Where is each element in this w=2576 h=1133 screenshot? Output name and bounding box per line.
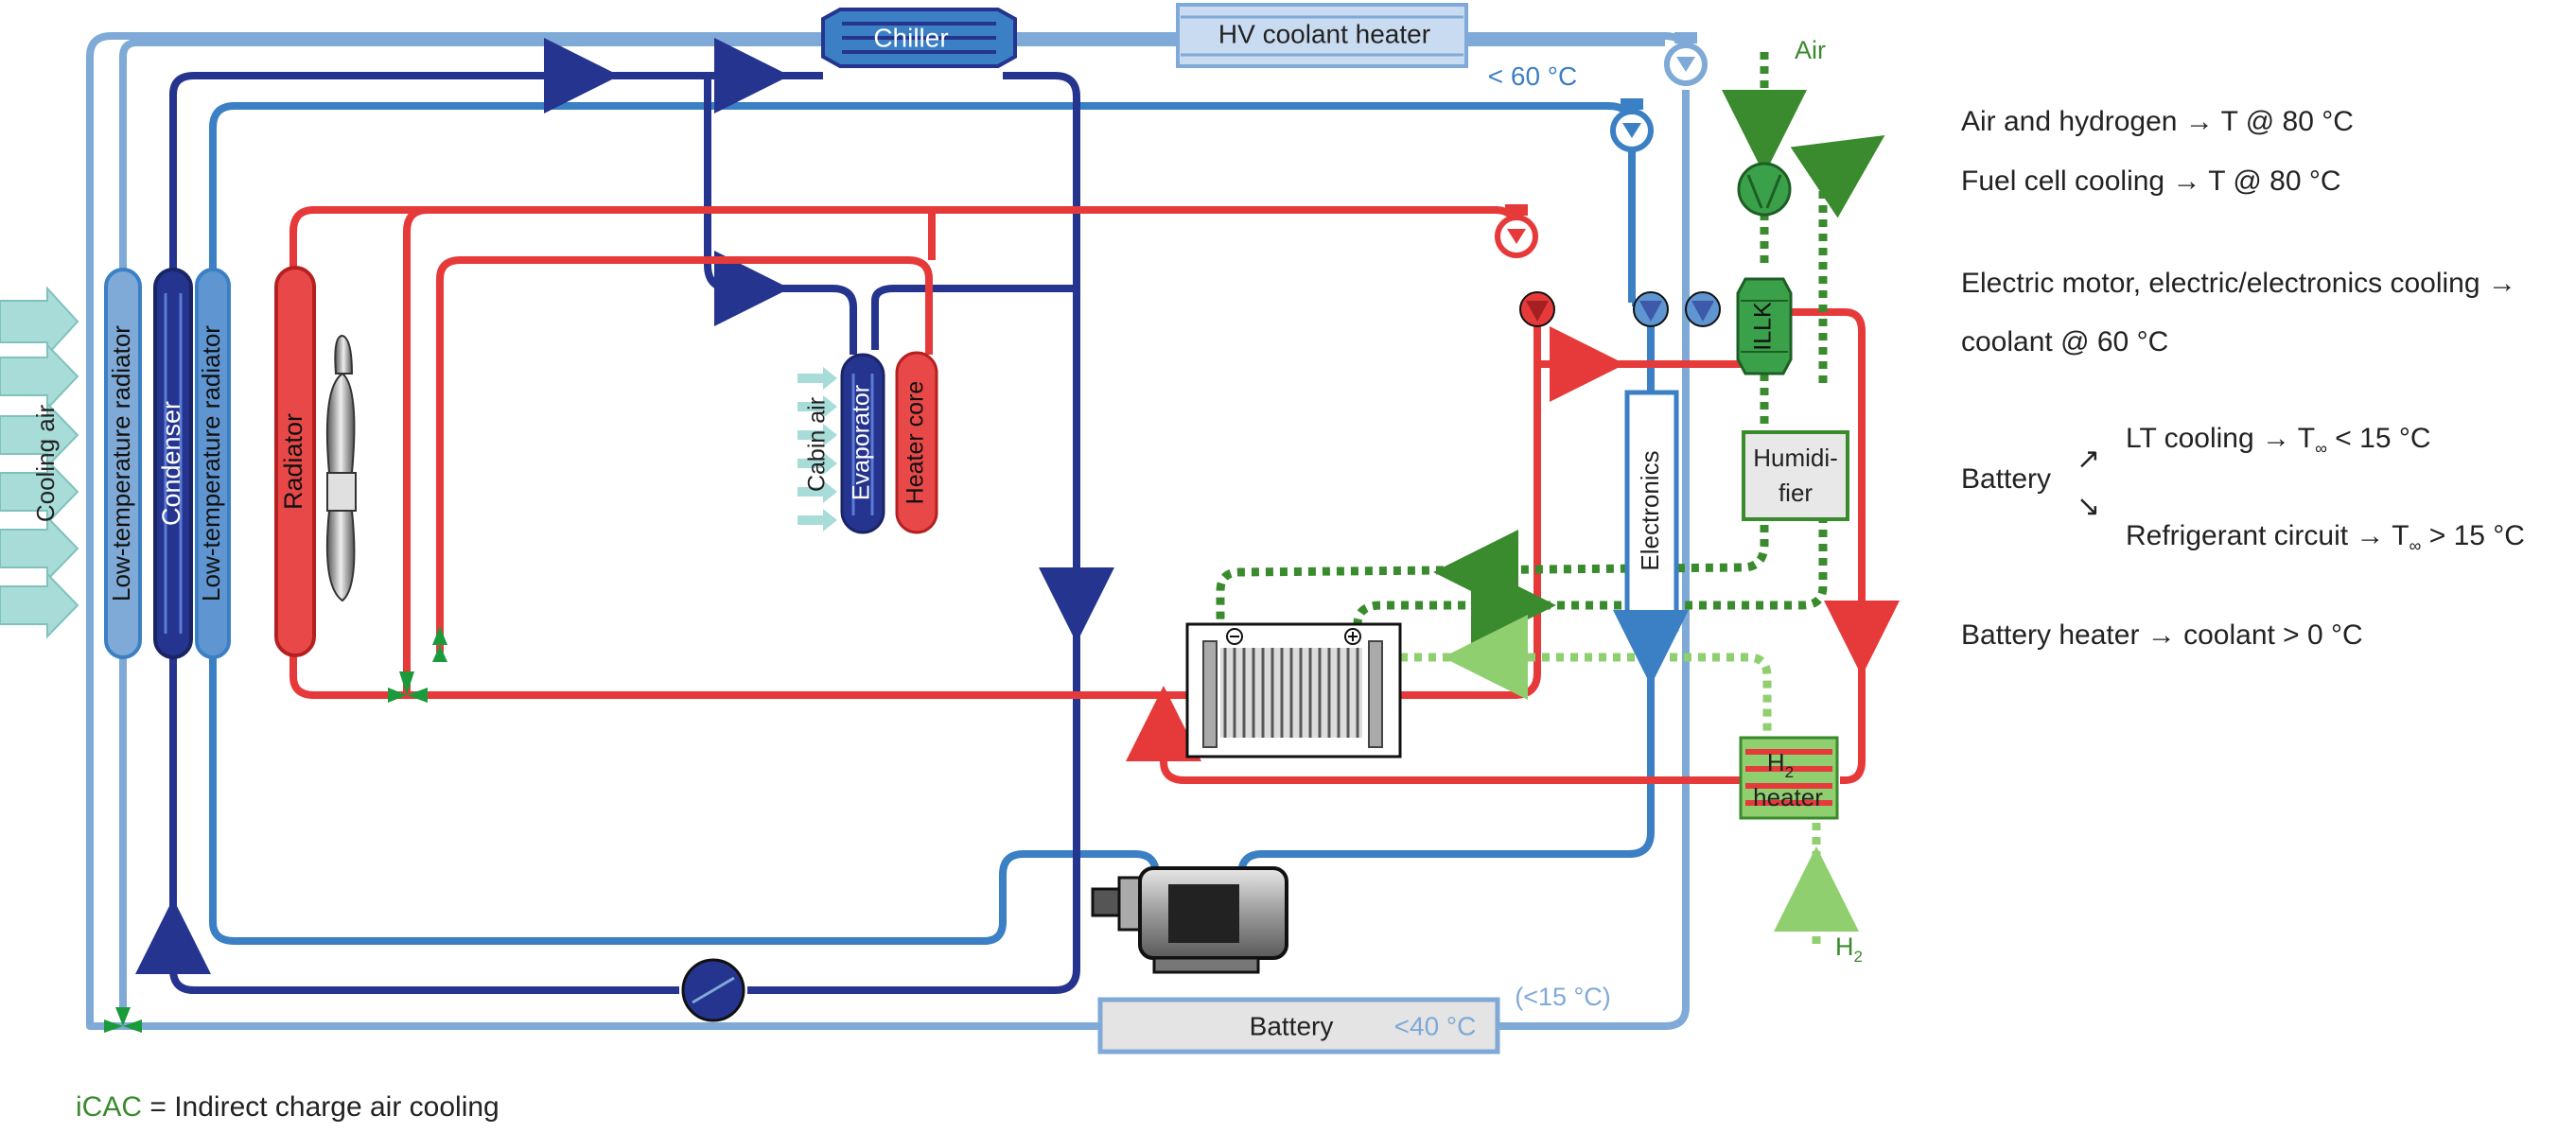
- illk-intercooler: ILLK: [1736, 277, 1793, 375]
- temp-label-lt60: < 60 °C: [1488, 61, 1577, 91]
- air-label: Air: [1795, 36, 1826, 64]
- svg-text:Chiller: Chiller: [873, 23, 948, 52]
- battery-temp-lt15: (<15 °C): [1515, 983, 1611, 1011]
- cabin-air-label: Cabin air: [804, 397, 831, 492]
- check-valve-blue-1: [1633, 291, 1669, 327]
- radiator: Radiator: [274, 266, 316, 657]
- cooling-air-label: Cooling air: [31, 405, 60, 523]
- svg-text:Battery: Battery: [1250, 1011, 1334, 1040]
- pump-icon-fuel-cell: [1495, 204, 1538, 258]
- chiller: Chiller: [821, 8, 1017, 68]
- fan-icon: [325, 334, 357, 602]
- three-way-valve-lt: [104, 1007, 142, 1033]
- h2-heater: H2 heater: [1739, 736, 1839, 820]
- humidifier: Humidi- fier: [1742, 430, 1849, 521]
- electric-motor-icon: [1091, 866, 1288, 974]
- cooling-air-arrows: [0, 286, 79, 639]
- low-temperature-radiator-1: Low-temperature radiator: [104, 268, 142, 659]
- legend-refrigerant-circuit: Refrigerant circuit → T∞ > 15 °C: [2126, 520, 2525, 555]
- svg-text:Radiator: Radiator: [279, 413, 307, 510]
- pump-icon-lt: [1664, 32, 1708, 86]
- svg-text:<40 °C: <40 °C: [1394, 1011, 1477, 1040]
- legend-coolant-60: coolant @ 60 °C: [1961, 326, 2169, 357]
- legend-lt-cooling: LT cooling → T∞ < 15 °C: [2126, 423, 2431, 458]
- footnote-icac: iCAC = Indirect charge air cooling: [76, 1091, 499, 1124]
- h2-label: H2: [1835, 933, 1863, 966]
- branch-arrow-up-icon: ↗: [2077, 444, 2101, 475]
- compressor-pump-icon: [681, 958, 745, 1022]
- cabin-air-arrows: [797, 367, 837, 532]
- check-valve-red: [1519, 291, 1555, 327]
- svg-text:HV coolant heater: HV coolant heater: [1218, 19, 1430, 48]
- svg-text:Heater core: Heater core: [902, 381, 929, 505]
- svg-text:Low-temperature radiator: Low-temperature radiator: [197, 325, 225, 601]
- hv-coolant-heater: HV coolant heater: [1176, 3, 1468, 68]
- svg-text:ILLK: ILLK: [1750, 302, 1777, 351]
- svg-text:Low-temperature radiator: Low-temperature radiator: [107, 325, 135, 601]
- footnote-abbr: iCAC: [76, 1091, 143, 1123]
- footnote-text: = Indirect charge air cooling: [142, 1091, 499, 1123]
- low-temperature-radiator-2: Low-temperature radiator: [195, 268, 231, 659]
- legend-air-hydrogen: Air and hydrogen → T @ 80 °C: [1961, 106, 2354, 137]
- svg-text:Electronics: Electronics: [1636, 450, 1664, 570]
- check-valve-blue-2: [1685, 291, 1721, 327]
- legend-fuel-cell-cooling: Fuel cell cooling → T @ 80 °C: [1961, 166, 2341, 197]
- legend-electric-motor: Electric motor, electric/electronics coo…: [1961, 268, 2516, 299]
- fuel-cell-stack: [1185, 622, 1402, 758]
- pump-icon-electronics: [1610, 98, 1654, 152]
- condenser: Condenser: [153, 268, 193, 659]
- svg-text:fier: fier: [1779, 479, 1813, 507]
- legend-battery-label: Battery: [1961, 463, 2052, 495]
- air-compressor-icon: [1737, 162, 1792, 217]
- three-way-valve-radiator: [388, 626, 447, 703]
- svg-text:Humidi-: Humidi-: [1753, 444, 1838, 472]
- legend-battery-heater: Battery heater → coolant > 0 °C: [1961, 619, 2363, 651]
- svg-text:H2: H2: [1767, 748, 1794, 781]
- svg-text:heater: heater: [1753, 783, 1823, 811]
- electronics: Electronics: [1624, 390, 1679, 632]
- svg-text:Condenser: Condenser: [157, 401, 185, 526]
- branch-arrow-down-icon: ↘: [2077, 491, 2101, 522]
- evaporator: Evaporator: [840, 353, 885, 534]
- battery-box: Battery <40 °C: [1097, 997, 1500, 1055]
- heater-core: Heater core: [895, 351, 938, 534]
- svg-text:Evaporator: Evaporator: [849, 385, 875, 500]
